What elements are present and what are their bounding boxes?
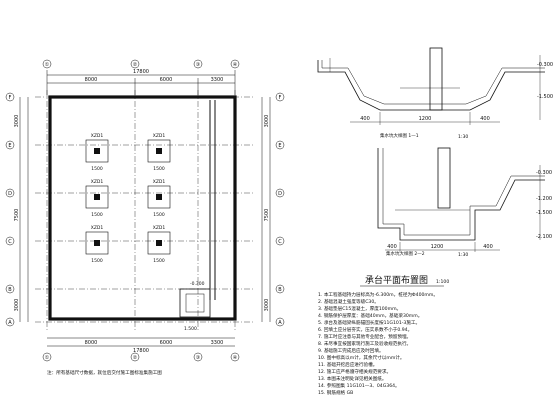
note-item-9: 9. 基础施工完成后应及时回填。: [318, 347, 384, 354]
section-1-elev-1: -0.300: [537, 62, 553, 68]
note-item-3: 3. 基础垫层C15混凝土，厚度100mm。: [318, 305, 401, 312]
axis-label-bottom-3: ③: [196, 355, 200, 361]
top-dim-1: 8000: [85, 77, 98, 83]
note-item-2: 2. 基础混凝土强度等级C30。: [318, 298, 379, 305]
footing-2: XZD1 1500: [147, 133, 171, 172]
right-dim-3: 3000: [264, 299, 270, 312]
axis-label-left-c: C: [8, 239, 12, 245]
note-item-6: 6. 回填土应分层夯实，压实系数不小于0.94。: [318, 326, 412, 333]
axis-label-bottom-2: ②: [133, 355, 138, 361]
axis-labels: ① ② ③ ④ ① ② ③ ④ F E D C B A F E D C B A: [8, 62, 282, 361]
note-item-7: 7. 施工时应注意与其他专业配合，预留预埋。: [318, 333, 411, 340]
foundation-plan: [19, 70, 271, 347]
footing-label-6: XZD1: [153, 225, 166, 231]
axis-label-right-f: F: [279, 95, 282, 101]
right-dim-2: 7500: [264, 209, 270, 222]
notes-scale: 1:100: [436, 279, 449, 285]
note-item-14: 14. 参照图集 11G101—3、04G364。: [318, 382, 400, 389]
note-item-8: 8. 未尽事宜按国家现行施工及验收规范执行。: [318, 340, 411, 347]
footing-6: XZD1 1500: [147, 225, 171, 264]
footing-3: XZD1 1500: [85, 179, 109, 218]
note-item-4: 4. 钢筋保护层厚度：基础40mm，基础梁30mm。: [318, 312, 422, 319]
notes-title: 承台平面布置图: [365, 274, 428, 286]
section-1-dim-2: 1200: [419, 116, 432, 122]
note-item-12: 12. 施工应严格遵守相关规范要求。: [318, 368, 391, 375]
axis-bubbles: [5, 59, 285, 362]
footing-dim-6: 1500: [153, 258, 165, 264]
bottom-dim-2: 6000: [160, 340, 173, 346]
footing-5: XZD1 1500: [85, 225, 109, 264]
section-1-scale: 1:30: [458, 134, 468, 140]
top-overall-dim: 17800: [133, 69, 149, 75]
section-2-elev-1: -0.300: [536, 170, 552, 176]
left-dim-1: 3000: [14, 115, 20, 128]
section-2-dim-3: 400: [483, 244, 493, 250]
axis-label-left-f: F: [9, 95, 12, 101]
section-2-dim-2: 1200: [431, 244, 444, 250]
top-dim-3: 3300: [211, 77, 224, 83]
section-1-drawing: [317, 47, 545, 125]
axis-label-right-b: B: [278, 287, 282, 293]
section-1-caption: 集水坑大样图 1—1: [380, 132, 419, 139]
notes-list: 1. 本工程基础持力层标高为-6.300m，桩径为Φ400mm。 2. 基础混凝…: [318, 291, 438, 396]
footing-dim-2: 1500: [153, 166, 165, 172]
footing-label-1: XZD1: [91, 133, 104, 139]
left-dim-2: 7500: [14, 209, 20, 222]
axis-label-left-a: A: [8, 320, 12, 326]
pit-dim-label: 1.500: [184, 326, 197, 332]
footing-group: XZD1 1500 XZD1 1500 XZD1 1500 XZD1 1500 …: [85, 133, 171, 264]
section-1-dim-3: 400: [480, 116, 490, 122]
footing-4: XZD1 1500: [147, 179, 171, 218]
note-item-11: 11. 基础开挖后应进行验槽。: [318, 361, 377, 368]
axis-label-top-1: ①: [45, 62, 50, 68]
axis-label-top-3: ③: [196, 62, 200, 68]
bottom-overall-dim: 17800: [133, 348, 149, 354]
pit-elevation-label: -0.300: [190, 281, 205, 287]
axis-label-right-d: D: [278, 191, 282, 197]
section-2-elev-2: -1.200: [536, 196, 552, 202]
axis-label-top-4: ④: [233, 62, 238, 68]
axis-label-right-c: C: [278, 239, 282, 245]
axis-label-bottom-1: ①: [45, 355, 50, 361]
note-item-13: 13. 本图未注明处详见相关图纸。: [318, 375, 387, 382]
axis-label-bottom-4: ④: [233, 355, 238, 361]
footing-dim-3: 1500: [91, 212, 103, 218]
footing-dim-1: 1500: [91, 166, 103, 172]
section-2-caption: 集水坑大样图 2—2: [386, 250, 425, 257]
section-1-dims: 400 1200 400 -0.300 -1.500: [360, 62, 553, 122]
axis-label-left-e: E: [8, 143, 11, 149]
section-2-elev-4: -2.100: [536, 234, 552, 240]
footing-label-3: XZD1: [91, 179, 104, 185]
footing-label-2: XZD1: [153, 133, 166, 139]
footing-label-4: XZD1: [153, 179, 166, 185]
bottom-dim-1: 8000: [85, 340, 98, 346]
note-item-5: 5. 承台及基础梁纵筋锚固长度按11G101-3施工。: [318, 319, 420, 326]
plan-dimensions: 17800 8000 6000 3300 8000 6000 3300 1780…: [14, 69, 270, 354]
axis-label-right-a: A: [278, 320, 282, 326]
left-dim-3: 3000: [14, 299, 20, 312]
axis-label-left-d: D: [8, 191, 12, 197]
note-item-10: 10. 图中标高以m计，其余尺寸以mm计。: [318, 354, 405, 361]
footing-1: XZD1 1500: [85, 133, 109, 172]
section-2-scale: 1:30: [458, 252, 468, 258]
axis-label-top-2: ②: [133, 62, 138, 68]
section-2-dims: 400 1200 400 -0.300 -1.200 -1.500 -2.100: [387, 170, 552, 250]
section-1-elev-2: -1.500: [537, 94, 553, 100]
axis-label-right-e: E: [278, 143, 281, 149]
note-item-1: 1. 本工程基础持力层标高为-6.300m，桩径为Φ400mm。: [318, 291, 438, 298]
note-item-15: 15. 钢筋规格 GB: [318, 389, 353, 396]
footing-label-5: XZD1: [91, 225, 104, 231]
section-1-dim-1: 400: [360, 116, 370, 122]
footing-dim-5: 1500: [91, 258, 103, 264]
footing-dim-4: 1500: [153, 212, 165, 218]
axis-label-left-b: B: [8, 287, 12, 293]
section-2-elev-3: -1.500: [536, 210, 552, 216]
section-2-dim-1: 400: [387, 244, 397, 250]
plan-footnote: 注：所有基础尺寸数据，就位后交付施工图标准集施工图: [47, 369, 162, 376]
bottom-dim-3: 3300: [211, 340, 224, 346]
top-dim-2: 6000: [160, 77, 173, 83]
section-2-drawing: [377, 147, 545, 252]
right-dim-1: 3000: [264, 115, 270, 128]
